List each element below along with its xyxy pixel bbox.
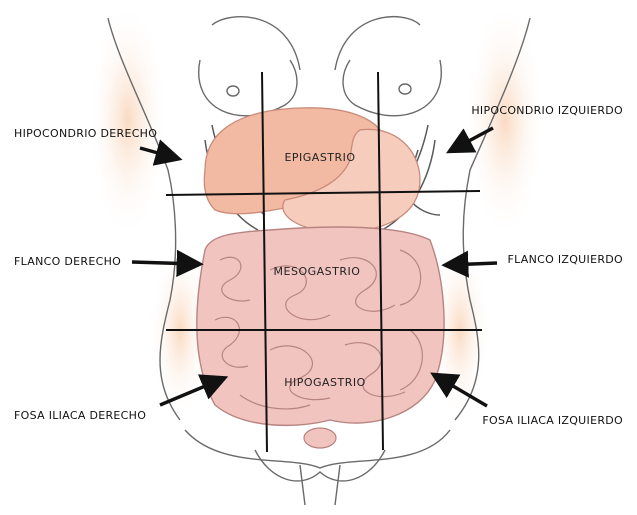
label-flanco-izquierdo: FLANCO IZQUIERDO: [507, 253, 623, 266]
region-label-mesogastrio: MESOGASTRIO: [274, 265, 361, 278]
label-hipocondrio-derecho: HIPOCONDRIO DERECHO: [14, 127, 157, 140]
region-label-hipogastrio: HIPOGASTRIO: [284, 376, 366, 389]
label-flanco-derecho: FLANCO DERECHO: [14, 255, 121, 268]
region-label-epigastrio: EPIGASTRIO: [284, 151, 355, 164]
label-hipocondrio-izquierdo: HIPOCONDRIO IZQUIERDO: [471, 104, 623, 117]
label-fosa-iliaca-izquierdo: FOSA ILIACA IZQUIERDO: [482, 414, 623, 427]
label-fosa-iliaca-derecho: FOSA ILIACA DERECHO: [14, 409, 146, 422]
arrow-flanco-izquierdo: [448, 263, 497, 265]
intestines: [197, 227, 444, 448]
arrow-flanco-derecho: [132, 262, 197, 264]
